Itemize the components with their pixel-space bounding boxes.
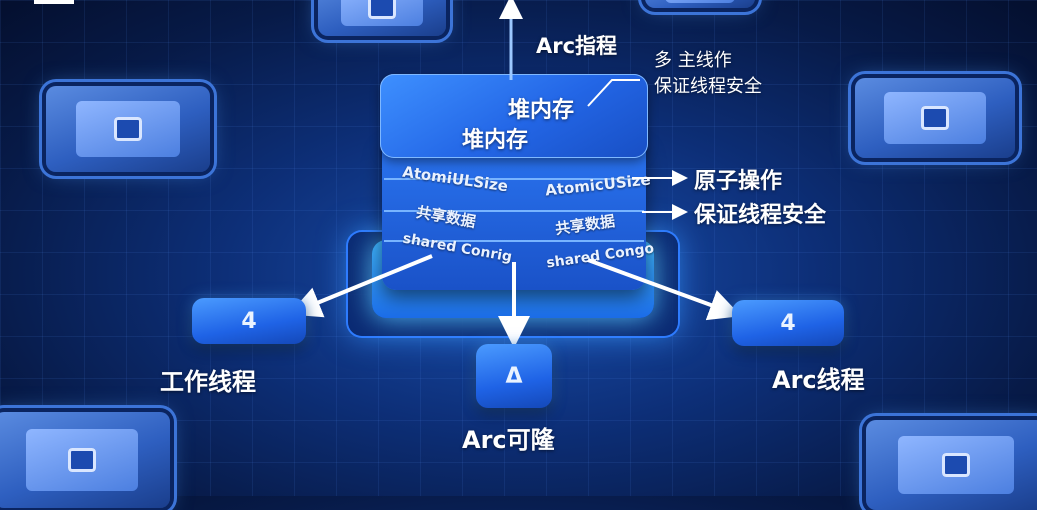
chip-icon [866, 420, 1037, 510]
chip-icon [0, 412, 170, 508]
worker-arrow [288, 254, 433, 318]
stack-divider [384, 240, 644, 242]
worker-thread-icon: 4 [241, 308, 257, 334]
chip-icon [318, 0, 446, 36]
arc-thread-arrow [587, 258, 742, 321]
stack-top-line-2: 堆内存 [462, 128, 529, 153]
menu-bar-icon [34, 0, 74, 4]
worker-thread-block[interactable]: 4 [192, 298, 306, 344]
arc-clone-icon: Δ [505, 363, 523, 389]
chip-icon [645, 0, 755, 8]
note-line-1: 多 主线作 [654, 50, 732, 71]
note-leader-line [587, 79, 640, 107]
note-line-2: 保证线程安全 [654, 76, 762, 97]
arc-thread-block[interactable]: 4 [732, 300, 844, 346]
chip-icon [46, 86, 210, 172]
worker-thread-label: 工作线程 [160, 368, 256, 396]
arc-thread-icon: 4 [780, 310, 796, 336]
arrows-layer [288, 0, 742, 348]
stack-divider [384, 210, 644, 212]
arc-pointer-label: Arc指程 [536, 34, 618, 58]
chip-icon [855, 78, 1015, 158]
atomic-ops-label: 原子操作 [694, 169, 783, 194]
stack-top-line-1: 堆内存 [508, 98, 575, 123]
arc-clone-block[interactable]: Δ [476, 344, 552, 408]
stack-divider [384, 178, 644, 180]
arc-clone-label: Arc可隆 [462, 426, 555, 454]
arc-thread-label: Arc线程 [772, 366, 865, 394]
thread-safety-label: 保证线程安全 [694, 203, 827, 228]
